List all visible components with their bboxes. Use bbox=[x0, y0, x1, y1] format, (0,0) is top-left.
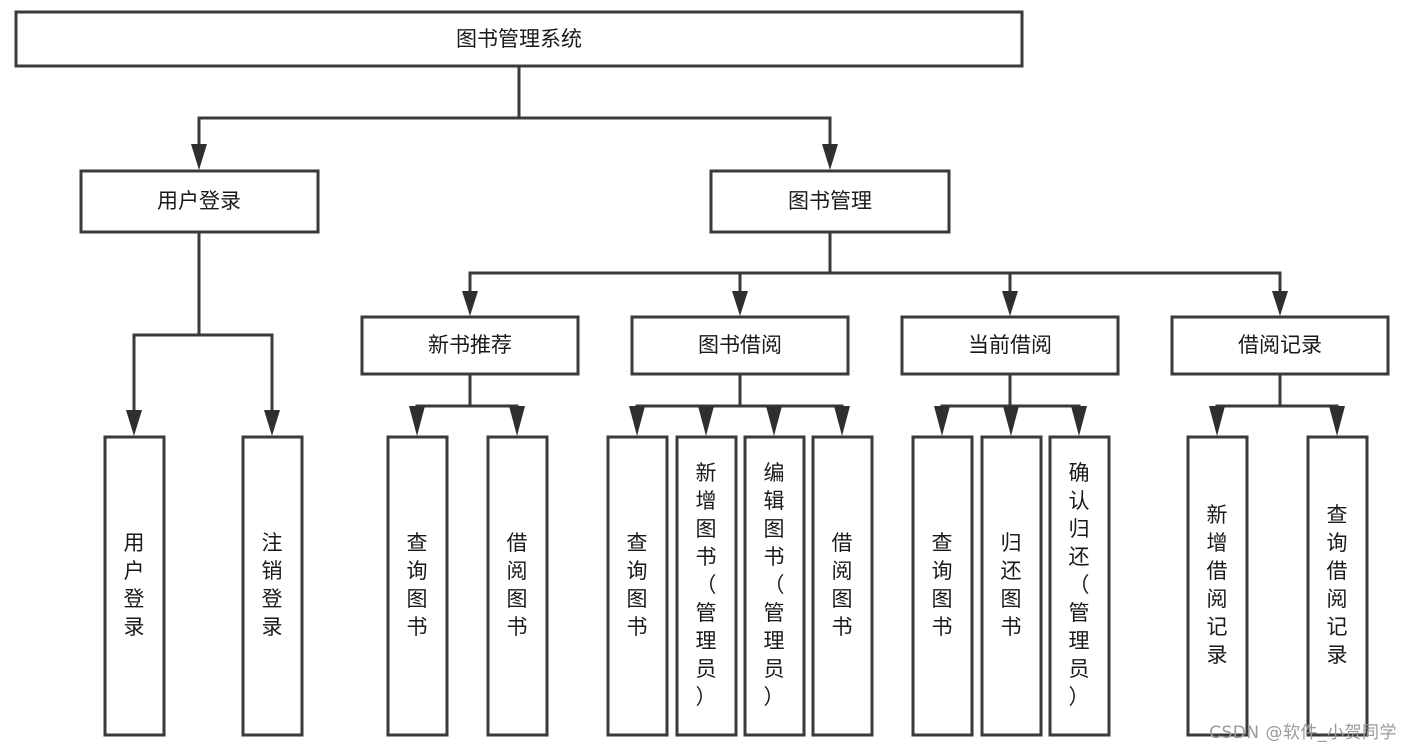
node-box-book-management bbox=[709, 169, 951, 234]
csdn-watermark: CSDN @软件_小贺同学 bbox=[1209, 723, 1397, 743]
leaf-box-bb-edit-book bbox=[743, 435, 806, 737]
leaf-label-user-login: 用户登录 bbox=[124, 531, 145, 639]
leaf-box-bb-query-book bbox=[606, 435, 669, 737]
leaf-box-bb-borrow-book bbox=[811, 435, 874, 737]
node-label-book-management: 图书管理 bbox=[788, 189, 872, 213]
leaf-box-nb-query-book bbox=[386, 435, 449, 737]
arrow-head-cb-return-book bbox=[1003, 406, 1019, 436]
leaf-label-logout: 注销登录 bbox=[262, 531, 283, 639]
node-box-borrow-record bbox=[1170, 315, 1390, 376]
connector-group-current-borrow bbox=[934, 372, 1087, 436]
leaf-label-cb-confirm-return: 确认归还（管理员） bbox=[1069, 461, 1090, 709]
leaf-box-cb-return-book bbox=[980, 435, 1043, 737]
leaf-node-bb-query-book[interactable]: 查询图书 bbox=[606, 435, 669, 737]
arrow-head-user-login bbox=[191, 144, 207, 170]
connector-group-new-book bbox=[409, 372, 525, 436]
arrow-head-bb-borrow-book bbox=[834, 406, 850, 436]
leaf-label-nb-borrow-book: 借阅图书 bbox=[507, 531, 528, 639]
leaf-node-bb-edit-book[interactable]: 编辑图书（管理员） bbox=[743, 435, 806, 737]
arrow-head-cb-confirm-return bbox=[1071, 406, 1087, 436]
arrow-head-br-add-record bbox=[1209, 406, 1225, 436]
node-root-system[interactable]: 图书管理系统 bbox=[14, 10, 1024, 68]
leaf-label-cb-return-book: 归还图书 bbox=[1001, 531, 1022, 639]
node-label-borrow-record: 借阅记录 bbox=[1238, 333, 1322, 357]
leaf-label-cb-query-book: 查询图书 bbox=[932, 531, 953, 639]
leaf-label-nb-query-book: 查询图书 bbox=[407, 531, 428, 639]
leaf-node-cb-confirm-return[interactable]: 确认归还（管理员） bbox=[1048, 435, 1111, 737]
leaf-node-br-add-record[interactable]: 新增借阅记录 bbox=[1186, 435, 1249, 737]
leaf-node-logout[interactable]: 注销登录 bbox=[241, 435, 304, 737]
arrow-head-leaf-logout bbox=[264, 410, 280, 436]
leaf-node-nb-borrow-book[interactable]: 借阅图书 bbox=[486, 435, 549, 737]
leaf-label-bb-edit-book: 编辑图书（管理员） bbox=[764, 461, 785, 709]
leaf-box-cb-query-book bbox=[911, 435, 974, 737]
arrow-head-bb-add-book bbox=[698, 406, 714, 436]
leaf-node-user-login[interactable]: 用户登录 bbox=[103, 435, 166, 737]
node-label-root: 图书管理系统 bbox=[456, 27, 582, 51]
leaf-box-user-login bbox=[103, 435, 166, 737]
node-book-borrow[interactable]: 图书借阅 bbox=[630, 315, 850, 376]
arrow-head-nb-borrow-book bbox=[509, 406, 525, 436]
connector-group-user-login bbox=[126, 230, 280, 436]
arrow-head-borrow-record bbox=[1272, 291, 1288, 316]
node-borrow-record[interactable]: 借阅记录 bbox=[1170, 315, 1390, 376]
arrow-head-borrow bbox=[732, 291, 748, 316]
arrow-head-cb-query-book bbox=[934, 406, 950, 436]
node-label-book-borrow: 图书借阅 bbox=[698, 333, 782, 357]
leaf-box-logout bbox=[241, 435, 304, 737]
leaf-box-br-query-record bbox=[1306, 435, 1369, 737]
connector-group-book-mgmt bbox=[462, 230, 1288, 316]
connector-group-borrow bbox=[629, 372, 850, 436]
node-box-current-borrow bbox=[900, 315, 1120, 376]
leaf-node-cb-query-book[interactable]: 查询图书 bbox=[911, 435, 974, 737]
arrow-head-bb-query-book bbox=[629, 406, 645, 436]
node-user-login[interactable]: 用户登录 bbox=[79, 169, 320, 234]
leaf-box-cb-confirm-return bbox=[1048, 435, 1111, 737]
node-box-root bbox=[14, 10, 1024, 68]
node-label-new-book-recommend: 新书推荐 bbox=[428, 333, 512, 357]
arrow-head-current-borrow bbox=[1002, 291, 1018, 316]
leaf-node-cb-return-book[interactable]: 归还图书 bbox=[980, 435, 1043, 737]
leaf-node-br-query-record[interactable]: 查询借阅记录 bbox=[1306, 435, 1369, 737]
leaf-box-br-add-record bbox=[1186, 435, 1249, 737]
arrow-head-bb-edit-book bbox=[766, 406, 782, 436]
node-box-new-book-recommend bbox=[360, 315, 580, 376]
node-box-user-login bbox=[79, 169, 320, 234]
node-box-book-borrow bbox=[630, 315, 850, 376]
leaf-label-bb-borrow-book: 借阅图书 bbox=[832, 531, 853, 639]
leaf-box-bb-add-book bbox=[675, 435, 738, 737]
leaf-label-bb-add-book: 新增图书（管理员） bbox=[696, 461, 717, 709]
leaf-node-bb-borrow-book[interactable]: 借阅图书 bbox=[811, 435, 874, 737]
arrow-head-br-query-record bbox=[1329, 406, 1345, 436]
node-book-management[interactable]: 图书管理 bbox=[709, 169, 951, 234]
leaf-box-nb-borrow-book bbox=[486, 435, 549, 737]
arrow-head-nb-query-book bbox=[409, 406, 425, 436]
arrow-head-new-book bbox=[462, 291, 478, 316]
leaf-label-bb-query-book: 查询图书 bbox=[627, 531, 648, 639]
node-current-borrow[interactable]: 当前借阅 bbox=[900, 315, 1120, 376]
arrow-head-book-mgmt bbox=[822, 144, 838, 170]
connector-group-borrow-record bbox=[1209, 372, 1345, 436]
arrow-head-leaf-user-login bbox=[126, 410, 142, 436]
connector-group-root bbox=[191, 64, 838, 170]
leaf-label-br-add-record: 新增借阅记录 bbox=[1207, 503, 1228, 667]
leaf-node-bb-add-book[interactable]: 新增图书（管理员） bbox=[675, 435, 738, 737]
node-label-user-login: 用户登录 bbox=[157, 189, 241, 213]
node-label-current-borrow: 当前借阅 bbox=[968, 333, 1052, 357]
leaf-label-br-query-record: 查询借阅记录 bbox=[1327, 503, 1348, 667]
leaf-node-nb-query-book[interactable]: 查询图书 bbox=[386, 435, 449, 737]
node-new-book-recommend[interactable]: 新书推荐 bbox=[360, 315, 580, 376]
